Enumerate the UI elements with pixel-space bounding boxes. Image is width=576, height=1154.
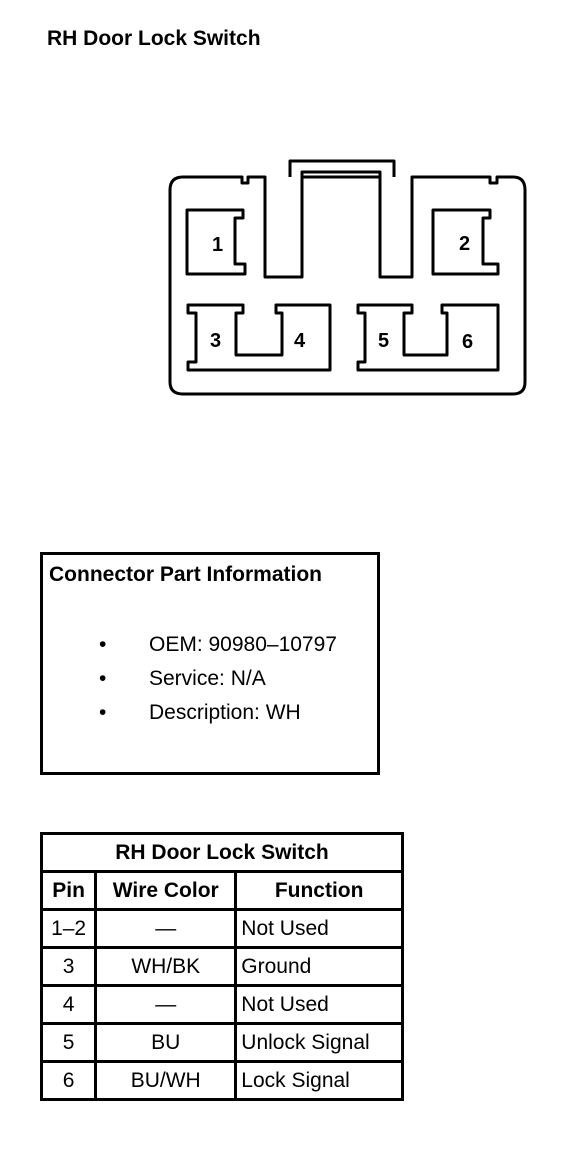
column-header-pin: Pin <box>39 870 98 911</box>
pin-cell: 4 <box>39 984 98 1025</box>
table-row: 5 BU Unlock Signal <box>39 1022 404 1063</box>
cavity-1 <box>185 208 247 276</box>
function-cell: Lock Signal <box>234 1060 404 1101</box>
connector-info-heading: Connector Part Information <box>49 563 323 586</box>
oem-number: OEM: 90980–10797 <box>149 633 337 656</box>
wire-color-cell: — <box>94 908 238 949</box>
pin-cell: 6 <box>39 1060 98 1101</box>
pin-cell: 1–2 <box>39 908 98 949</box>
connector-diagram: 1 2 3 4 5 6 <box>168 159 527 396</box>
diagram-title: RH Door Lock Switch <box>47 27 261 50</box>
bullet-icon: • <box>99 701 107 724</box>
function-cell: Unlock Signal <box>234 1022 404 1063</box>
pin-label-1: 1 <box>212 234 223 256</box>
wire-color-cell: — <box>94 984 238 1025</box>
function-cell: Ground <box>234 946 404 987</box>
pin-label-3: 3 <box>210 330 221 352</box>
bullet-icon: • <box>99 667 107 690</box>
pin-cell: 3 <box>39 946 98 987</box>
cavity-2 <box>431 208 500 276</box>
wire-color-cell: BU/WH <box>94 1060 238 1101</box>
pin-table: RH Door Lock Switch Pin Wire Color Funct… <box>39 832 404 1101</box>
table-row: 6 BU/WH Lock Signal <box>39 1060 404 1101</box>
column-header-function: Function <box>234 870 404 911</box>
column-header-wire-color: Wire Color <box>94 870 238 911</box>
bullet-icon: • <box>99 633 107 656</box>
pin-label-2: 2 <box>459 233 470 255</box>
table-row: 1–2 — Not Used <box>39 908 404 949</box>
wire-color-cell: BU <box>94 1022 238 1063</box>
table-row: 3 WH/BK Ground <box>39 946 404 987</box>
pin-table-caption: RH Door Lock Switch <box>40 832 404 873</box>
pin-label-4: 4 <box>294 330 306 352</box>
wire-color-cell: WH/BK <box>94 946 238 987</box>
cavity-5-6 <box>356 303 500 372</box>
pin-label-5: 5 <box>378 330 389 352</box>
table-row: 4 — Not Used <box>39 984 404 1025</box>
locking-tab <box>288 159 396 177</box>
function-cell: Not Used <box>234 984 404 1025</box>
function-cell: Not Used <box>234 908 404 949</box>
service-number: Service: N/A <box>149 667 266 690</box>
connector-info-box: Connector Part Information • OEM: 90980–… <box>40 552 380 775</box>
pin-label-6: 6 <box>462 331 473 353</box>
pin-cell: 5 <box>39 1022 98 1063</box>
cavity-3-4 <box>186 303 332 372</box>
description: Description: WH <box>149 701 301 724</box>
connector-housing <box>168 175 527 396</box>
